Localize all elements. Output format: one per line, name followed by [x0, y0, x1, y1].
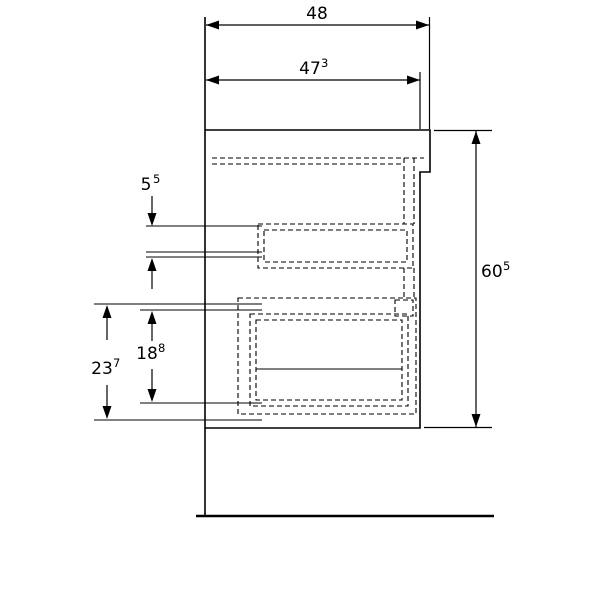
- cabinet-outline: [205, 129, 431, 429]
- lower-drawer-mid-dashed: [249, 313, 409, 407]
- dim-label-top-gap-sup: 5: [153, 172, 160, 186]
- dim-front-drawer-height: 23 7: [91, 303, 262, 421]
- wall-and-floor: [196, 17, 494, 518]
- arrow-right-icon: [407, 75, 420, 85]
- arrow-up-icon: [471, 131, 481, 144]
- dim-label-overall-height-sup: 5: [503, 259, 510, 273]
- arrow-up-icon: [147, 311, 157, 324]
- dim-label-inner-drawer: 18: [136, 344, 158, 364]
- dim-label-front-depth: 47: [299, 59, 321, 79]
- dim-overall-depth: 48: [206, 4, 431, 129]
- dim-front-depth: 47 3: [206, 56, 421, 129]
- arrow-down-icon: [102, 406, 112, 419]
- interior-dashed-geometry: [212, 157, 424, 415]
- dim-label-overall-height: 60: [481, 262, 503, 282]
- upper-drawer-inner-dashed: [263, 229, 408, 263]
- lower-drawer-outer-dashed: [237, 297, 417, 415]
- arrow-down-icon: [147, 213, 157, 226]
- arrow-up-icon: [102, 305, 112, 318]
- upper-drawer-outer-dashed: [257, 223, 414, 269]
- arrow-down-icon: [147, 389, 157, 402]
- lower-drawer-inner-dashed: [255, 319, 403, 401]
- arrow-up-icon: [147, 258, 157, 271]
- dim-label-top-gap: 5: [141, 175, 152, 195]
- dim-label-front-drawer: 23: [91, 359, 113, 379]
- dim-overall-height: 60 5: [424, 129, 510, 429]
- dim-label-inner-drawer-sup: 8: [158, 341, 165, 355]
- arrow-right-icon: [416, 20, 429, 30]
- arrow-left-icon: [206, 75, 219, 85]
- dim-label-overall-depth: 48: [306, 4, 328, 24]
- dim-label-front-depth-sup: 3: [321, 56, 328, 70]
- arrow-down-icon: [471, 414, 481, 427]
- dim-label-front-drawer-sup: 7: [113, 356, 120, 370]
- cabinet-profile: [205, 129, 431, 429]
- dim-top-gap: 5 5: [141, 172, 262, 289]
- arrow-left-icon: [206, 20, 219, 30]
- dim-inner-drawer-height: 18 8: [136, 309, 262, 404]
- siphon-dashed: [394, 299, 414, 317]
